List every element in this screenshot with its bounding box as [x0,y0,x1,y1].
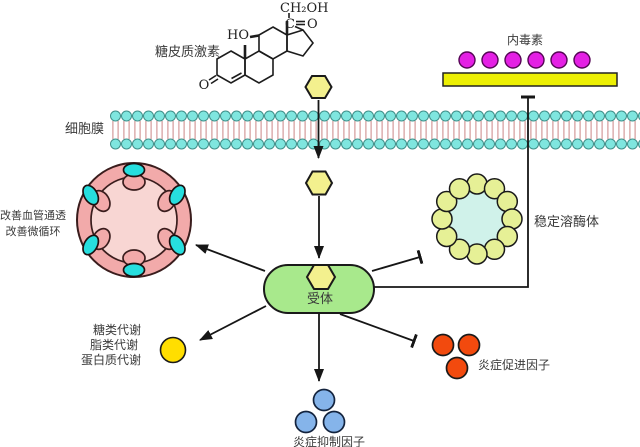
endotoxin-particle [481,51,499,69]
inhibit-receptor-to-lysosome [371,249,424,272]
glucocorticoid-structure: O HO C O CH₂OH [199,1,329,93]
ch2oh-label: CH₂OH [280,1,329,16]
inhibitor-dot [294,410,318,434]
lysosome-ring-circle [448,177,471,200]
promoter-dot [431,333,455,357]
ketone-bond [208,74,217,81]
metabolism-label-1: 糖类代谢 [93,322,141,337]
promoter-dot [457,333,481,357]
receptor-complex: 受体 [263,264,375,314]
inhibitor-dot [312,388,336,412]
inhibitor-label: 炎症抑制因子 [293,434,365,447]
double-bond [231,72,242,80]
inflammation-inhibitor-group: 炎症抑制因子 [293,388,365,447]
lysosome-ring-circle [496,225,519,248]
endotoxin-particle [550,51,568,69]
lysosome-label: 稳定溶酶体 [534,214,599,230]
steroid-ring-a [216,50,246,84]
inhibit-receptor-to-promoter [339,313,418,349]
lysosome-ring-circle [435,190,458,213]
carbonyl-o-label: O [307,17,318,32]
hormone-hexagon-intracellular [304,170,334,196]
vessel-nucleus [82,184,100,206]
steroid-ring-c [258,26,288,60]
side-chain-bond [294,25,304,31]
ketone-bond [210,78,219,85]
lysosome-ring-circle [448,238,471,261]
inflammation-promoter-group: 炎症促进因子 [431,333,550,380]
endotoxin-group: 内毒素 [442,33,618,87]
inhibitor-dot [322,410,346,434]
vessel-nucleus [168,184,186,206]
endotoxin-particle [573,51,591,69]
vessel-effect-label-1: 改善血管通透 [0,208,66,222]
endotoxin-particle [458,51,476,69]
blood-vessel [76,162,192,278]
metabolism-label-3: 蛋白质代谢 [81,352,141,367]
membrane-label: 细胞膜 [65,122,104,137]
metabolism-dot [159,336,187,364]
endotoxin-particle [504,51,522,69]
ketone-o-label: O [199,78,210,93]
hormone-hexagon-extracellular [304,75,333,99]
arrow-receptor-to-metabolism [199,305,267,341]
promoter-dot [445,356,469,380]
steroid-ring-d [286,29,315,57]
cell-membrane [110,110,640,150]
hormone-label: 糖皮质激素 [155,44,220,60]
endotoxin-particle [527,51,545,69]
vessel-nucleus [122,162,146,178]
receptor-bound-hormone-hexagon [305,264,337,290]
vessel-nucleus [168,234,186,256]
lysosome-core [448,190,506,248]
endotoxin-bar [442,72,618,87]
hydroxyl-label: HO [227,28,249,43]
vessel-nucleus [82,234,100,256]
carbonyl-c-label: C [285,17,295,32]
inhibit-receptor-to-endotoxin [374,95,535,288]
lysosome-ring-circle [483,177,506,200]
vessel-effect-label-2: 改善微循环 [6,224,61,238]
lysosome [431,173,523,265]
promoter-label: 炎症促进因子 [478,357,550,372]
arrow-receptor-to-vessel [195,244,266,272]
metabolism-label-2: 脂类代谢 [90,337,138,352]
vessel-nucleus [122,262,146,278]
hydroxyl-bond [249,34,260,39]
endotoxin-label: 内毒素 [507,33,543,47]
receptor-label: 受体 [307,292,333,307]
